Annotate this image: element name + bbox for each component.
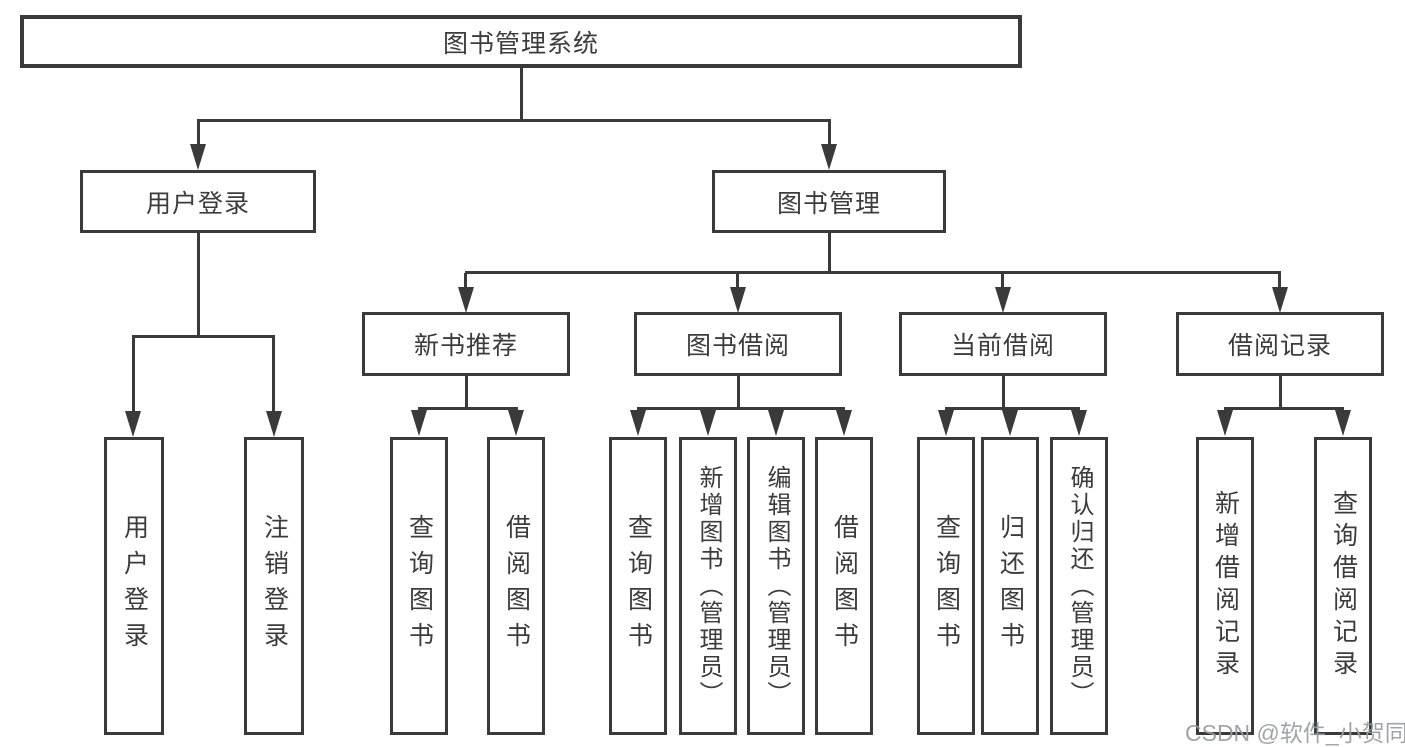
- leaf-br-add-record: 新增借阅记录: [1196, 437, 1254, 735]
- leaf-bb-borrow-book-label: 借阅图书: [830, 514, 859, 658]
- leaf-rec-query-book: 查询图书: [390, 437, 448, 735]
- edge-user-login-branch: [132, 335, 275, 338]
- edge-book-borrow-stem: [737, 376, 740, 409]
- leaf-cb-return-book: 归还图书: [981, 437, 1039, 735]
- leaf-cb-query-book: 查询图书: [917, 437, 975, 735]
- leaf-br-query-record-label: 查询借阅记录: [1329, 490, 1358, 682]
- node-user-login-label: 用户登录: [145, 189, 250, 218]
- arrowhead: [630, 410, 646, 436]
- leaf-bb-add-book-label: 新增图书（管理员）: [695, 464, 722, 708]
- leaf-br-add-record-label: 新增借阅记录: [1211, 490, 1240, 682]
- node-book-mgmt-label: 图书管理: [776, 189, 881, 218]
- edge-drop-leaf-logout: [272, 337, 275, 413]
- node-current-borrow-label: 当前借阅: [950, 332, 1055, 360]
- leaf-cb-confirm-return-label: 确认归还（管理员）: [1066, 464, 1093, 708]
- leaf-rec-query-book-label: 查询图书: [405, 514, 434, 658]
- leaf-bb-query-book-label: 查询图书: [624, 514, 653, 658]
- edge-new-book-rec-stem: [465, 376, 468, 409]
- arrowhead: [508, 410, 524, 436]
- arrowhead: [938, 410, 954, 436]
- edge-drop-book-borrow: [736, 273, 739, 289]
- edge-borrow-record-stem: [1279, 376, 1282, 409]
- edge-drop-leaf-user-login: [132, 337, 135, 413]
- arrowhead: [1335, 410, 1351, 436]
- edge-root-stem: [520, 68, 523, 120]
- edge-user-login-stem: [197, 233, 200, 337]
- arrowhead: [995, 287, 1011, 313]
- node-book-mgmt: 图书管理: [712, 170, 946, 233]
- edge-drop-borrow-record: [1278, 273, 1281, 289]
- node-root-label: 图书管理系统: [442, 29, 599, 58]
- edge-current-borrow-stem: [1002, 376, 1005, 409]
- leaf-rec-borrow-book-label: 借阅图书: [502, 514, 531, 658]
- node-new-book-rec: 新书推荐: [362, 312, 570, 376]
- arrowhead: [1217, 410, 1233, 436]
- arrowhead: [1002, 410, 1018, 436]
- arrowhead: [768, 410, 784, 436]
- arrowhead: [730, 287, 746, 313]
- node-book-borrow-label: 图书借阅: [685, 332, 790, 360]
- leaf-user-login: 用户登录: [104, 437, 164, 735]
- arrowhead: [411, 410, 427, 436]
- arrowhead: [266, 411, 282, 437]
- arrowhead: [458, 287, 474, 313]
- leaf-bb-query-book: 查询图书: [609, 437, 667, 735]
- edge-book-mgmt-branch: [465, 271, 1281, 274]
- node-borrow-record-label: 借阅记录: [1227, 332, 1332, 360]
- node-borrow-record: 借阅记录: [1176, 312, 1384, 376]
- node-new-book-rec-label: 新书推荐: [413, 332, 518, 360]
- leaf-bb-add-book: 新增图书（管理员）: [679, 437, 737, 735]
- edge-drop-book-mgmt: [828, 121, 831, 148]
- leaf-cb-confirm-return: 确认归还（管理员）: [1050, 437, 1108, 735]
- edge-book-mgmt-stem: [828, 233, 831, 273]
- edge-new-book-rec-branch: [418, 407, 518, 410]
- node-book-borrow: 图书借阅: [634, 312, 842, 376]
- arrowhead: [190, 144, 206, 170]
- watermark: CSDN @软件_小贺同学: [1185, 720, 1405, 746]
- arrowhead: [125, 411, 141, 437]
- leaf-rec-borrow-book: 借阅图书: [487, 437, 545, 735]
- leaf-bb-edit-book: 编辑图书（管理员）: [747, 437, 805, 735]
- arrowhead: [1272, 287, 1288, 313]
- leaf-user-login-label: 用户登录: [120, 514, 149, 658]
- leaf-cb-return-book-label: 归还图书: [996, 514, 1025, 658]
- edge-root-branch: [197, 119, 831, 122]
- arrowhead: [700, 410, 716, 436]
- node-user-login: 用户登录: [80, 170, 316, 233]
- leaf-logout: 注销登录: [244, 437, 304, 735]
- leaf-br-query-record: 查询借阅记录: [1314, 437, 1372, 735]
- arrowhead: [836, 410, 852, 436]
- edge-drop-new-book-rec: [464, 273, 467, 289]
- leaf-cb-query-book-label: 查询图书: [932, 514, 961, 658]
- leaf-bb-edit-book-label: 编辑图书（管理员）: [763, 464, 790, 708]
- arrowhead: [1071, 410, 1087, 436]
- leaf-bb-borrow-book: 借阅图书: [815, 437, 873, 735]
- edge-borrow-record-branch: [1224, 407, 1344, 410]
- edge-drop-user-login: [197, 121, 200, 148]
- node-current-borrow: 当前借阅: [899, 312, 1107, 376]
- edge-drop-current-borrow: [1001, 273, 1004, 289]
- node-root: 图书管理系统: [20, 15, 1022, 68]
- edge-book-borrow-branch: [637, 407, 845, 410]
- arrowhead: [821, 144, 837, 170]
- edge-current-borrow-branch: [945, 407, 1080, 410]
- leaf-logout-label: 注销登录: [260, 514, 289, 658]
